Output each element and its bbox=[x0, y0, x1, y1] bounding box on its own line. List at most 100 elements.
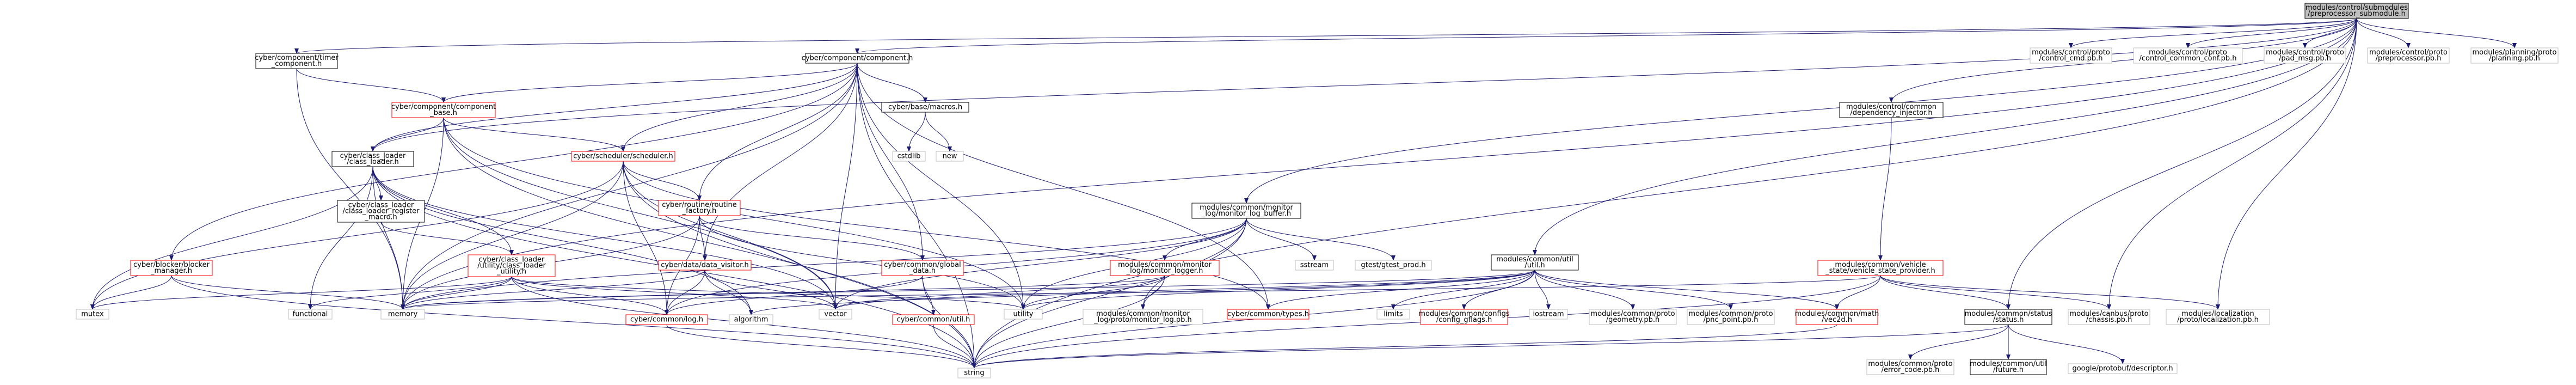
node-pad-msg-pb[interactable]: modules/control/proto/pad_msg.pb.h bbox=[2264, 47, 2346, 64]
node-label-line: algorithm bbox=[734, 316, 769, 324]
node-planning-pb[interactable]: modules/planning/proto/planning.pb.h bbox=[2470, 47, 2559, 64]
node-box bbox=[625, 314, 708, 325]
node-monitor-logger[interactable]: modules/common/monitor_log/monitor_logge… bbox=[1110, 260, 1220, 276]
edge-root-to-planning-pb bbox=[2356, 18, 2517, 48]
node-future[interactable]: modules/common/util/future.h bbox=[1970, 359, 2047, 375]
node-types[interactable]: cyber/common/types.h bbox=[1227, 309, 1309, 320]
node-limits[interactable]: limits bbox=[1376, 309, 1410, 320]
node-cyber-util[interactable]: cyber/common/util.h bbox=[892, 314, 975, 325]
node-label-line: _log/monitor_log_buffer.h bbox=[1201, 210, 1291, 218]
edge-monitor-log-buffer-to-sstream bbox=[1246, 218, 1317, 261]
node-label-line: /chassis.pb.h bbox=[2086, 316, 2132, 324]
node-data-visitor[interactable]: cyber/data/data_visitor.h bbox=[658, 260, 752, 271]
node-class-loader[interactable]: cyber/class_loader/class_loader.h bbox=[331, 151, 414, 167]
node-gtest-prod[interactable]: gtest/gtest_prod.h bbox=[1355, 260, 1432, 271]
edge-data-visitor-to-log bbox=[665, 270, 705, 315]
node-localization-pb[interactable]: modules/localization/proto/localization.… bbox=[2166, 309, 2270, 325]
node-mutex[interactable]: mutex bbox=[76, 309, 109, 320]
node-routine-factory[interactable]: cyber/routine/routine_factory.h bbox=[658, 200, 741, 216]
node-box bbox=[936, 151, 964, 162]
node-label-line: cyber/base/macros.h bbox=[888, 103, 962, 112]
node-util[interactable]: modules/common/util/util.h bbox=[1491, 254, 1579, 271]
edges-layer bbox=[90, 18, 2517, 369]
node-label-line: cyber/common/types.h bbox=[1227, 310, 1309, 319]
node-config-gflags[interactable]: modules/common/configs/config_gflags.h bbox=[1418, 309, 1510, 325]
edge-component-base-to-scheduler bbox=[443, 117, 625, 152]
node-label-line: cyber/component/timer bbox=[255, 54, 339, 62]
edge-class-loader-to-mutex bbox=[90, 166, 373, 310]
edge-status-to-string bbox=[972, 324, 2009, 369]
node-monitor-log-pb[interactable]: modules/common/monitor_log/proto/monitor… bbox=[1083, 309, 1203, 325]
node-label-line: modules/common/monitor bbox=[1096, 310, 1190, 318]
node-box bbox=[658, 260, 752, 271]
node-scheduler[interactable]: cyber/scheduler/scheduler.h bbox=[571, 151, 675, 162]
node-vec2d[interactable]: modules/common/math/vec2d.h bbox=[1795, 309, 1879, 325]
node-label-line: /pnc_point.pb.h bbox=[1704, 316, 1759, 324]
node-sstream[interactable]: sstream bbox=[1295, 260, 1334, 271]
node-utility[interactable]: utility bbox=[1004, 309, 1043, 320]
edge-root-to-dependency-injector bbox=[1889, 18, 2357, 103]
node-label-line: _base.h bbox=[429, 109, 457, 117]
node-label-line: /utility/class_loader bbox=[477, 262, 546, 270]
node-string[interactable]: string bbox=[957, 368, 991, 378]
node-algorithm[interactable]: algorithm bbox=[729, 314, 773, 325]
node-root[interactable]: modules/control/submodules/preprocessor_… bbox=[2304, 3, 2409, 19]
edge-class-loader-to-vector bbox=[372, 166, 838, 310]
edge-status-to-error-code-pb bbox=[1908, 324, 2009, 360]
edge-component-to-class-loader bbox=[371, 63, 858, 152]
edge-class-loader-to-algorithm bbox=[372, 166, 753, 315]
node-chassis-pb[interactable]: modules/canbus/proto/chassis.pb.h bbox=[2068, 309, 2150, 325]
node-monitor-log-buffer[interactable]: modules/common/monitor_log/monitor_log_b… bbox=[1191, 203, 1301, 219]
edge-component-to-vector bbox=[833, 63, 858, 310]
node-error-code-pb[interactable]: modules/common/proto/error_code.pb.h bbox=[1866, 359, 1954, 375]
node-box bbox=[1589, 309, 1677, 325]
node-timer-component[interactable]: cyber/component/timer_component.h bbox=[255, 53, 339, 69]
node-class-loader-register-macro[interactable]: cyber/class_loader/class_loader_register… bbox=[337, 200, 425, 223]
node-component[interactable]: cyber/component/component.h bbox=[802, 53, 913, 64]
node-box bbox=[819, 309, 852, 320]
node-global-data[interactable]: cyber/common/global_data.h bbox=[881, 260, 964, 276]
edge-util-to-limits bbox=[1391, 270, 1535, 310]
node-pnc-point-pb[interactable]: modules/common/proto/pnc_point.pb.h bbox=[1687, 309, 1775, 325]
node-control-common-conf-pb[interactable]: modules/control/proto/control_common_con… bbox=[2133, 47, 2243, 64]
node-class-loader-utility[interactable]: cyber/class_loader/utility/class_loader_… bbox=[468, 254, 556, 277]
edge-macros-to-new bbox=[925, 112, 952, 152]
node-iostream[interactable]: iostream bbox=[1529, 309, 1568, 320]
node-box bbox=[1420, 309, 1508, 325]
node-dependency-injector[interactable]: modules/control/common/dependency_inject… bbox=[1839, 102, 1944, 118]
node-cstdlib[interactable]: cstdlib bbox=[892, 151, 926, 162]
node-vehicle-state-provider[interactable]: modules/common/vehicle_state/vehicle_sta… bbox=[1817, 260, 1944, 276]
node-component-base[interactable]: cyber/component/component_base.h bbox=[391, 102, 496, 118]
node-blocker-manager[interactable]: cyber/blocker/blocker_manager.h bbox=[130, 260, 213, 276]
node-box bbox=[1964, 309, 2052, 325]
node-label-line: cyber/class_loader bbox=[340, 152, 406, 160]
node-new[interactable]: new bbox=[936, 151, 964, 162]
node-box bbox=[881, 102, 969, 113]
node-memory[interactable]: memory bbox=[380, 309, 425, 320]
edge-component-to-blocker-manager bbox=[169, 63, 858, 261]
node-label-line: string bbox=[964, 369, 984, 377]
node-label-line: cyber/component/component.h bbox=[802, 54, 913, 63]
node-box bbox=[1491, 254, 1579, 271]
node-label-line: /control_cmd.pb.h bbox=[2039, 54, 2102, 63]
node-vector[interactable]: vector bbox=[819, 309, 852, 320]
edge-component-to-routine-factory bbox=[697, 63, 858, 201]
node-label-line: modules/common/proto bbox=[1688, 310, 1773, 318]
edge-vec2d-to-string bbox=[972, 324, 1837, 369]
node-status[interactable]: modules/common/status/status.h bbox=[1964, 309, 2052, 325]
edge-root-to-memory bbox=[401, 18, 2357, 310]
node-log[interactable]: cyber/common/log.h bbox=[625, 314, 708, 325]
node-box bbox=[2304, 3, 2409, 19]
node-control-cmd-pb[interactable]: modules/control/proto/control_cmd.pb.h bbox=[2030, 47, 2112, 64]
node-macros[interactable]: cyber/base/macros.h bbox=[881, 102, 969, 113]
node-geometry-pb[interactable]: modules/common/proto/geometry.pb.h bbox=[1589, 309, 1677, 325]
node-functional[interactable]: functional bbox=[288, 309, 333, 320]
node-box bbox=[892, 314, 975, 325]
node-label-line: cyber/component/component bbox=[391, 103, 496, 111]
node-box bbox=[1376, 309, 1410, 320]
node-preprocessor-pb[interactable]: modules/control/proto/preprocessor.pb.h bbox=[2367, 47, 2450, 64]
node-label-line: modules/common/monitor bbox=[1200, 204, 1293, 212]
node-box bbox=[1083, 309, 1203, 325]
node-box bbox=[130, 260, 213, 276]
node-descriptor[interactable]: google/protobuf/descriptor.h bbox=[2068, 363, 2178, 374]
